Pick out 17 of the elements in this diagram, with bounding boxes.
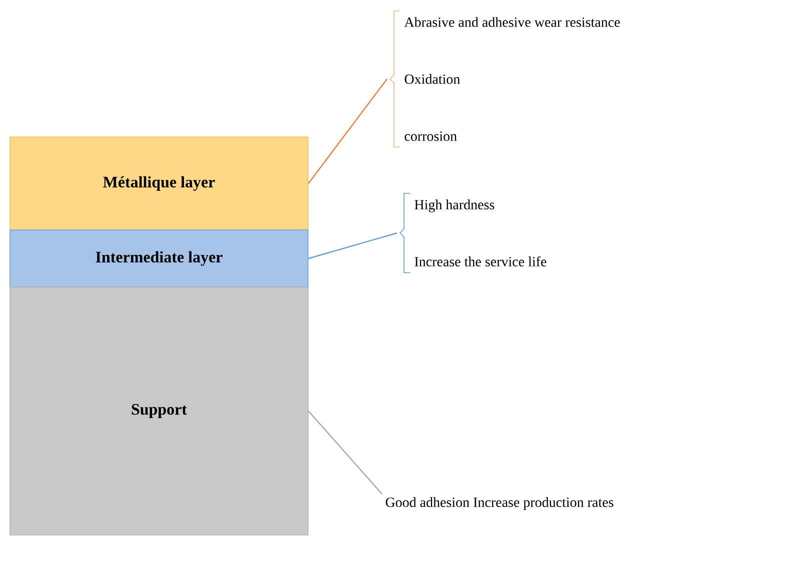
leader-line	[308, 232, 398, 260]
property-text: High hardness	[414, 200, 494, 212]
property-text: Increase the service life	[414, 256, 546, 266]
layer-box	[10, 286, 308, 536]
property-text: Abrasive and adhesive wear resistance	[404, 17, 620, 27]
leader-line	[308, 410, 382, 494]
bracket-list	[389, 10, 620, 148]
layer-label: Métallique layer	[103, 176, 215, 191]
layer-box	[10, 230, 308, 288]
property-text: Oxidation	[404, 74, 460, 84]
leader-line	[308, 78, 388, 184]
property-text: Good adhesion Increase production rates	[386, 497, 614, 510]
property-text: corrosion	[404, 132, 457, 141]
layer-label: Support	[132, 404, 187, 418]
layer-label: Intermediate layer	[96, 251, 222, 266]
bracket-list	[399, 192, 546, 274]
layer-box	[10, 136, 308, 230]
